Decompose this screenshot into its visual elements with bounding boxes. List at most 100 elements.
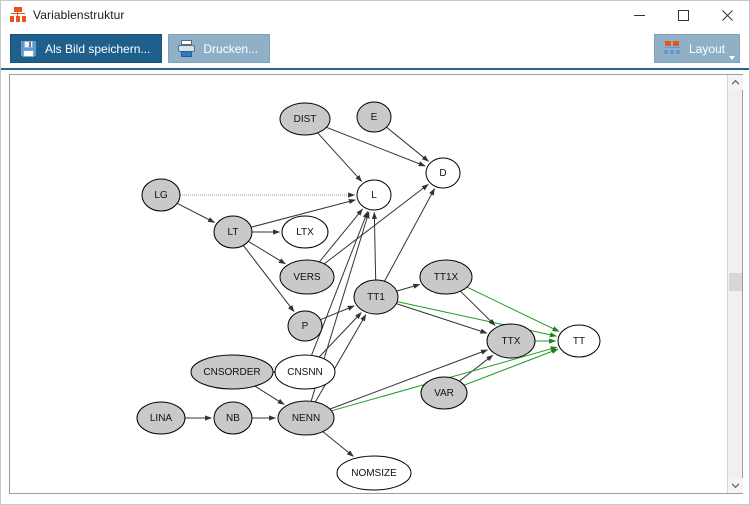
graph-edge xyxy=(314,314,367,403)
node-shape xyxy=(274,354,336,390)
node-shape xyxy=(420,376,468,410)
node-label: VAR xyxy=(434,388,454,399)
node-label: NOMSIZE xyxy=(351,468,397,479)
save-as-image-label: Als Bild speichern... xyxy=(45,41,151,56)
graph-edge xyxy=(459,354,494,382)
graph-edge xyxy=(329,349,488,410)
maximize-icon[interactable] xyxy=(661,1,705,29)
graph-edge xyxy=(460,290,496,326)
node-label: E xyxy=(371,112,378,123)
graph-edge xyxy=(386,126,429,162)
node-label: TT1 xyxy=(367,292,385,303)
graph-edge xyxy=(250,199,356,228)
node-label: L xyxy=(371,190,377,201)
graph-node-nomsize[interactable]: NOMSIZE xyxy=(336,455,412,491)
graph-node-p[interactable]: P xyxy=(287,310,323,342)
graph-node-tt[interactable]: TT xyxy=(557,324,601,358)
scrollbar-thumb[interactable] xyxy=(729,273,742,291)
node-label: NENN xyxy=(292,413,320,424)
close-icon[interactable] xyxy=(705,1,749,29)
printer-icon xyxy=(177,39,196,58)
hierarchy-icon xyxy=(10,7,26,23)
graph-node-e[interactable]: E xyxy=(356,101,392,133)
graph-node-lg[interactable]: LG xyxy=(141,178,181,212)
node-label: LTX xyxy=(296,227,314,238)
graph-node-cnsnn[interactable]: CNSNN xyxy=(274,354,336,390)
node-shape xyxy=(425,157,461,189)
graph-edge xyxy=(317,132,363,182)
graph-node-d[interactable]: D xyxy=(425,157,461,189)
node-shape xyxy=(419,259,473,295)
node-label: TT1X xyxy=(434,272,459,283)
graph-node-lina[interactable]: LINA xyxy=(136,401,186,435)
node-shape xyxy=(277,400,335,436)
graph-node-var[interactable]: VAR xyxy=(420,376,468,410)
node-shape xyxy=(213,401,253,435)
graph-node-tt1x[interactable]: TT1X xyxy=(419,259,473,295)
graph-edge xyxy=(384,188,435,282)
node-label: CNSORDER xyxy=(203,367,260,378)
save-as-image-button[interactable]: Als Bild speichern... xyxy=(10,34,163,63)
node-label: CNSNN xyxy=(287,367,323,378)
floppy-disk-icon xyxy=(19,39,38,58)
node-shape xyxy=(279,102,331,136)
node-shape xyxy=(287,310,323,342)
graph-node-cnsorder[interactable]: CNSORDER xyxy=(190,354,274,390)
title-bar: Variablenstruktur xyxy=(1,1,749,29)
graph-node-ttx[interactable]: TTX xyxy=(486,323,536,359)
graph-node-lt[interactable]: LT xyxy=(213,215,253,249)
graph-edge xyxy=(320,305,355,321)
scroll-down-arrow-icon[interactable] xyxy=(728,478,743,493)
node-shape xyxy=(356,179,392,211)
graph-edge xyxy=(242,245,295,313)
graph-node-tt1[interactable]: TT1 xyxy=(353,279,399,315)
node-shape xyxy=(353,279,399,315)
node-label: TTX xyxy=(502,336,521,347)
graph-node-nb[interactable]: NB xyxy=(213,401,253,435)
graph-edge xyxy=(254,385,285,405)
graph-node-l[interactable]: L xyxy=(356,179,392,211)
graph-edge xyxy=(176,202,216,223)
graph-edge xyxy=(323,184,429,265)
graph-node-ltx[interactable]: LTX xyxy=(281,215,329,249)
graph-edge xyxy=(463,348,559,386)
graph-edge xyxy=(466,286,560,332)
node-label: DIST xyxy=(294,114,317,125)
graph-edge xyxy=(396,283,421,292)
graph-node-vers[interactable]: VERS xyxy=(279,259,335,295)
node-label: LT xyxy=(228,227,239,238)
node-shape xyxy=(486,323,536,359)
graph-node-nenn[interactable]: NENN xyxy=(277,400,335,436)
graph-edge xyxy=(248,240,286,265)
node-shape xyxy=(336,455,412,491)
node-label: P xyxy=(302,321,309,332)
graph-edge xyxy=(371,211,378,281)
graph-edge xyxy=(326,126,426,167)
graph-edge xyxy=(322,431,354,457)
graph-edge xyxy=(319,208,363,263)
node-label: LG xyxy=(154,190,168,201)
layout-button[interactable]: Layout xyxy=(653,34,740,63)
node-label: NB xyxy=(226,413,240,424)
node-label: LINA xyxy=(150,413,173,424)
vertical-scrollbar[interactable] xyxy=(727,75,743,493)
caption-buttons xyxy=(617,1,749,29)
scroll-up-arrow-icon[interactable] xyxy=(728,75,743,90)
graph-edge xyxy=(318,312,362,358)
window-title: Variablenstruktur xyxy=(33,8,125,22)
print-button[interactable]: Drucken... xyxy=(168,34,271,63)
graph-node-dist[interactable]: DIST xyxy=(279,102,331,136)
node-shape xyxy=(213,215,253,249)
node-shape xyxy=(190,354,274,390)
minimize-icon[interactable] xyxy=(617,1,661,29)
node-shape xyxy=(279,259,335,295)
print-label: Drucken... xyxy=(203,41,259,56)
chevron-down-icon[interactable] xyxy=(729,56,735,60)
node-shape xyxy=(136,401,186,435)
toolbar: Als Bild speichern... Drucken... Layout xyxy=(1,29,749,70)
